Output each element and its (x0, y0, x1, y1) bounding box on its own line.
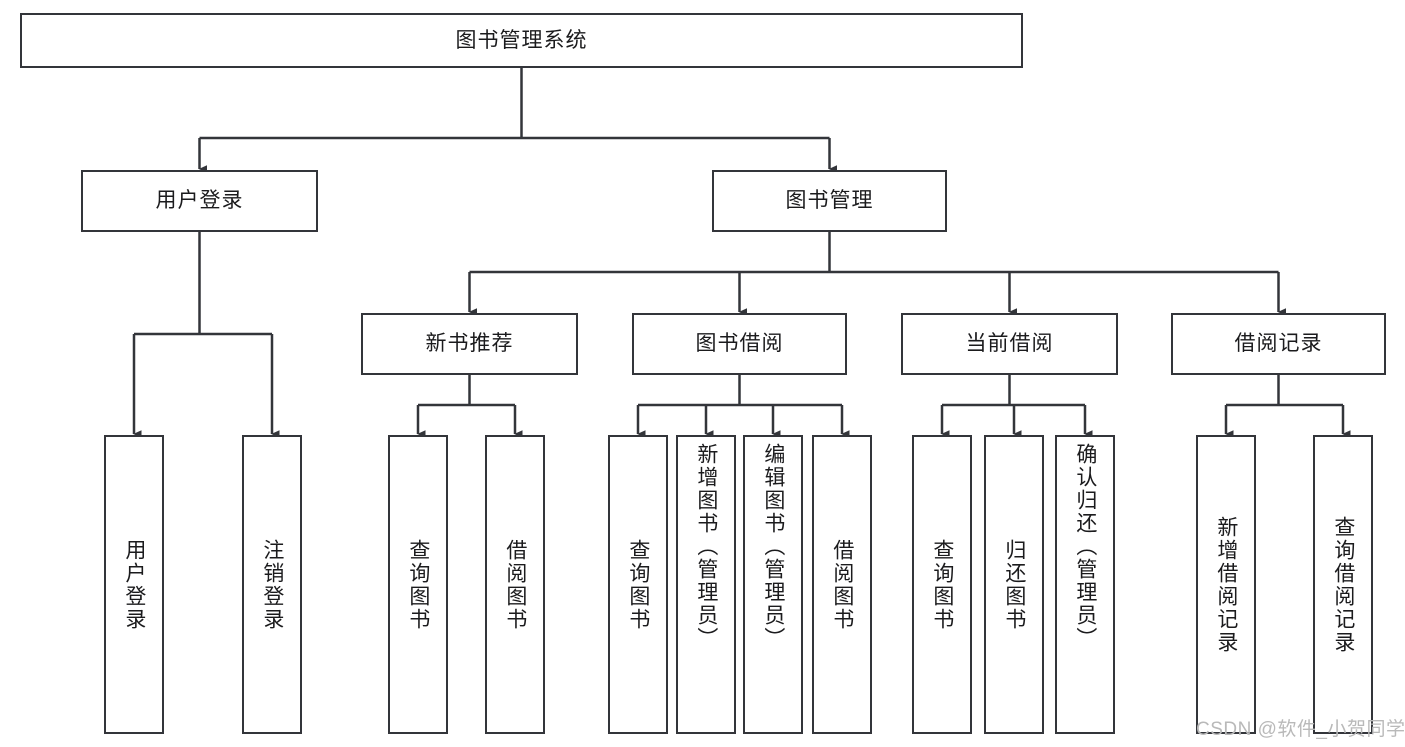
csdn-watermark: CSDN @软件_小贺同学 (1196, 719, 1405, 740)
node-label: 查询图书 (930, 538, 954, 631)
node-leaf-query-book-borrow[interactable]: 查询图书 (608, 435, 668, 734)
node-label: 查询借阅记录 (1331, 515, 1355, 654)
node-leaf-add-book[interactable]: 新增图书（管理员） (676, 435, 736, 734)
node-label: 借阅记录 (1234, 332, 1323, 356)
node-label: 新增图书（管理员） (694, 443, 718, 650)
node-label: 借阅图书 (830, 538, 854, 631)
node-leaf-query-book-cur[interactable]: 查询图书 (912, 435, 972, 734)
node-leaf-borrow-book-rec[interactable]: 借阅图书 (485, 435, 545, 734)
node-label: 借阅图书 (503, 538, 527, 631)
node-leaf-edit-book[interactable]: 编辑图书（管理员） (743, 435, 803, 734)
edge-group (132, 68, 1351, 438)
node-borrow-record[interactable]: 借阅记录 (1171, 313, 1386, 375)
node-label: 注销登录 (260, 538, 284, 631)
node-label: 用户登录 (155, 189, 244, 213)
node-label: 新增借阅记录 (1214, 515, 1238, 654)
node-new-book-rec[interactable]: 新书推荐 (361, 313, 578, 375)
node-leaf-add-record[interactable]: 新增借阅记录 (1196, 435, 1256, 734)
node-label: 用户登录 (122, 538, 146, 631)
node-label: 编辑图书（管理员） (761, 443, 785, 650)
node-label: 当前借阅 (965, 332, 1054, 356)
node-label: 查询图书 (406, 538, 430, 631)
node-leaf-confirm-return[interactable]: 确认归还（管理员） (1055, 435, 1115, 734)
node-label: 归还图书 (1002, 538, 1026, 631)
node-leaf-query-book-rec[interactable]: 查询图书 (388, 435, 448, 734)
node-leaf-user-login[interactable]: 用户登录 (104, 435, 164, 734)
node-label: 图书管理 (785, 189, 874, 213)
node-label: 新书推荐 (425, 332, 514, 356)
node-leaf-user-logout[interactable]: 注销登录 (242, 435, 302, 734)
node-label: 图书借阅 (695, 332, 784, 356)
node-user-login[interactable]: 用户登录 (81, 170, 318, 232)
node-leaf-query-record[interactable]: 查询借阅记录 (1313, 435, 1373, 734)
node-leaf-borrow-book[interactable]: 借阅图书 (812, 435, 872, 734)
node-label: 确认归还（管理员） (1073, 443, 1097, 650)
node-label: 图书管理系统 (455, 28, 588, 52)
node-label: 查询图书 (626, 538, 650, 631)
node-root[interactable]: 图书管理系统 (20, 13, 1023, 68)
node-leaf-return-book[interactable]: 归还图书 (984, 435, 1044, 734)
node-book-borrow[interactable]: 图书借阅 (632, 313, 847, 375)
node-book-manage[interactable]: 图书管理 (712, 170, 947, 232)
node-current-borrow[interactable]: 当前借阅 (901, 313, 1118, 375)
